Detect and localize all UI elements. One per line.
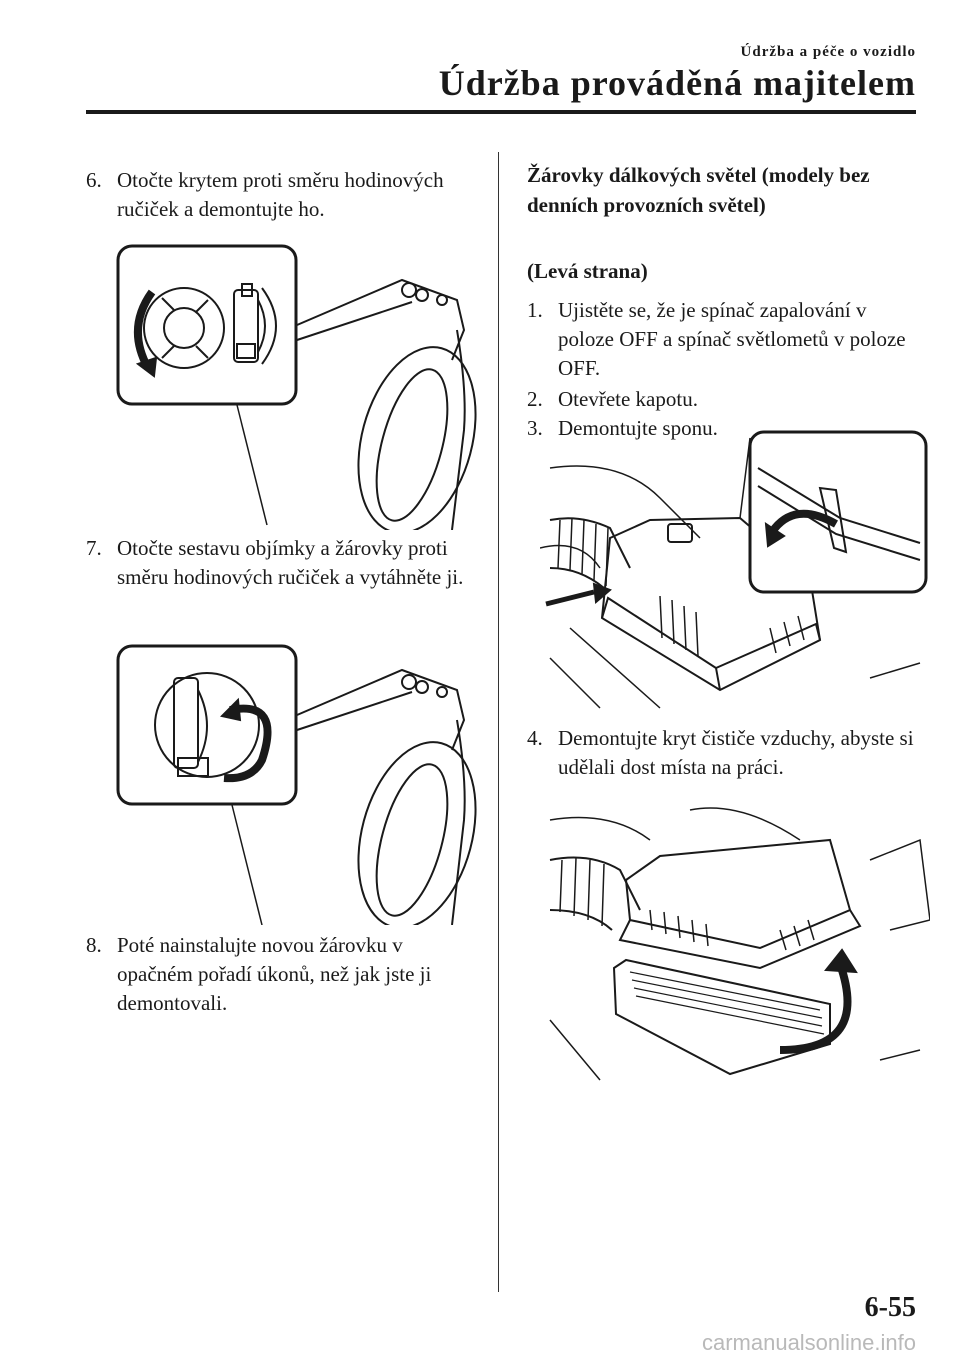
- step-number: 8.: [86, 933, 102, 957]
- step-4: 4. Demontujte kryt čističe vzduchy, abys…: [527, 724, 917, 782]
- step-2: 2. Otevřete kapotu.: [527, 385, 917, 414]
- page-number: 6-55: [864, 1292, 916, 1323]
- step-text: Poté nainstalujte novou žárovku v opačné…: [117, 933, 432, 1015]
- step-number: 2.: [527, 387, 543, 411]
- watermark: carmanualsonline.info: [701, 1330, 916, 1355]
- figure-clip-removal: [540, 430, 928, 709]
- step-number: 4.: [527, 726, 543, 750]
- section-label: Údržba a péče o vozidlo: [740, 44, 916, 60]
- column-divider: [498, 152, 499, 1292]
- step-number: 3.: [527, 416, 543, 440]
- figure-air-cleaner-cover-removal: [549, 807, 930, 1081]
- header-rule: [86, 110, 916, 114]
- step-3: 3. Demontujte sponu.: [527, 414, 917, 443]
- step-8: 8. Poté nainstalujte novou žárovku v opa…: [86, 931, 481, 1018]
- step-number: 6.: [86, 168, 102, 192]
- step-1: 1. Ujistěte se, že je spínač zapalování …: [527, 296, 917, 383]
- step-text: Otočte sestavu objímky a žárovky proti s…: [117, 536, 464, 589]
- step-text: Demontujte sponu.: [558, 416, 718, 440]
- step-text: Otočte krytem proti směru hodinových ruč…: [117, 168, 444, 221]
- section-heading: Žárovky dálkových světel (modely bez den…: [527, 163, 870, 217]
- figure-socket-bulb-removal: [116, 644, 477, 925]
- step-7: 7. Otočte sestavu objímky a žárovky prot…: [86, 534, 481, 592]
- step-6: 6. Otočte krytem proti směru hodinových …: [86, 166, 481, 224]
- step-text: Ujistěte se, že je spínač zapalování v p…: [558, 298, 906, 380]
- page-title: Údržba prováděná majitelem: [438, 63, 916, 103]
- step-text: Demontujte kryt čističe vzduchy, abyste …: [558, 726, 914, 779]
- step-text: Otevřete kapotu.: [558, 387, 698, 411]
- step-number: 1.: [527, 298, 543, 322]
- step-number: 7.: [86, 536, 102, 560]
- subheading-left-side: (Levá strana): [527, 259, 648, 283]
- figure-headlight-cover-removal: [116, 244, 477, 530]
